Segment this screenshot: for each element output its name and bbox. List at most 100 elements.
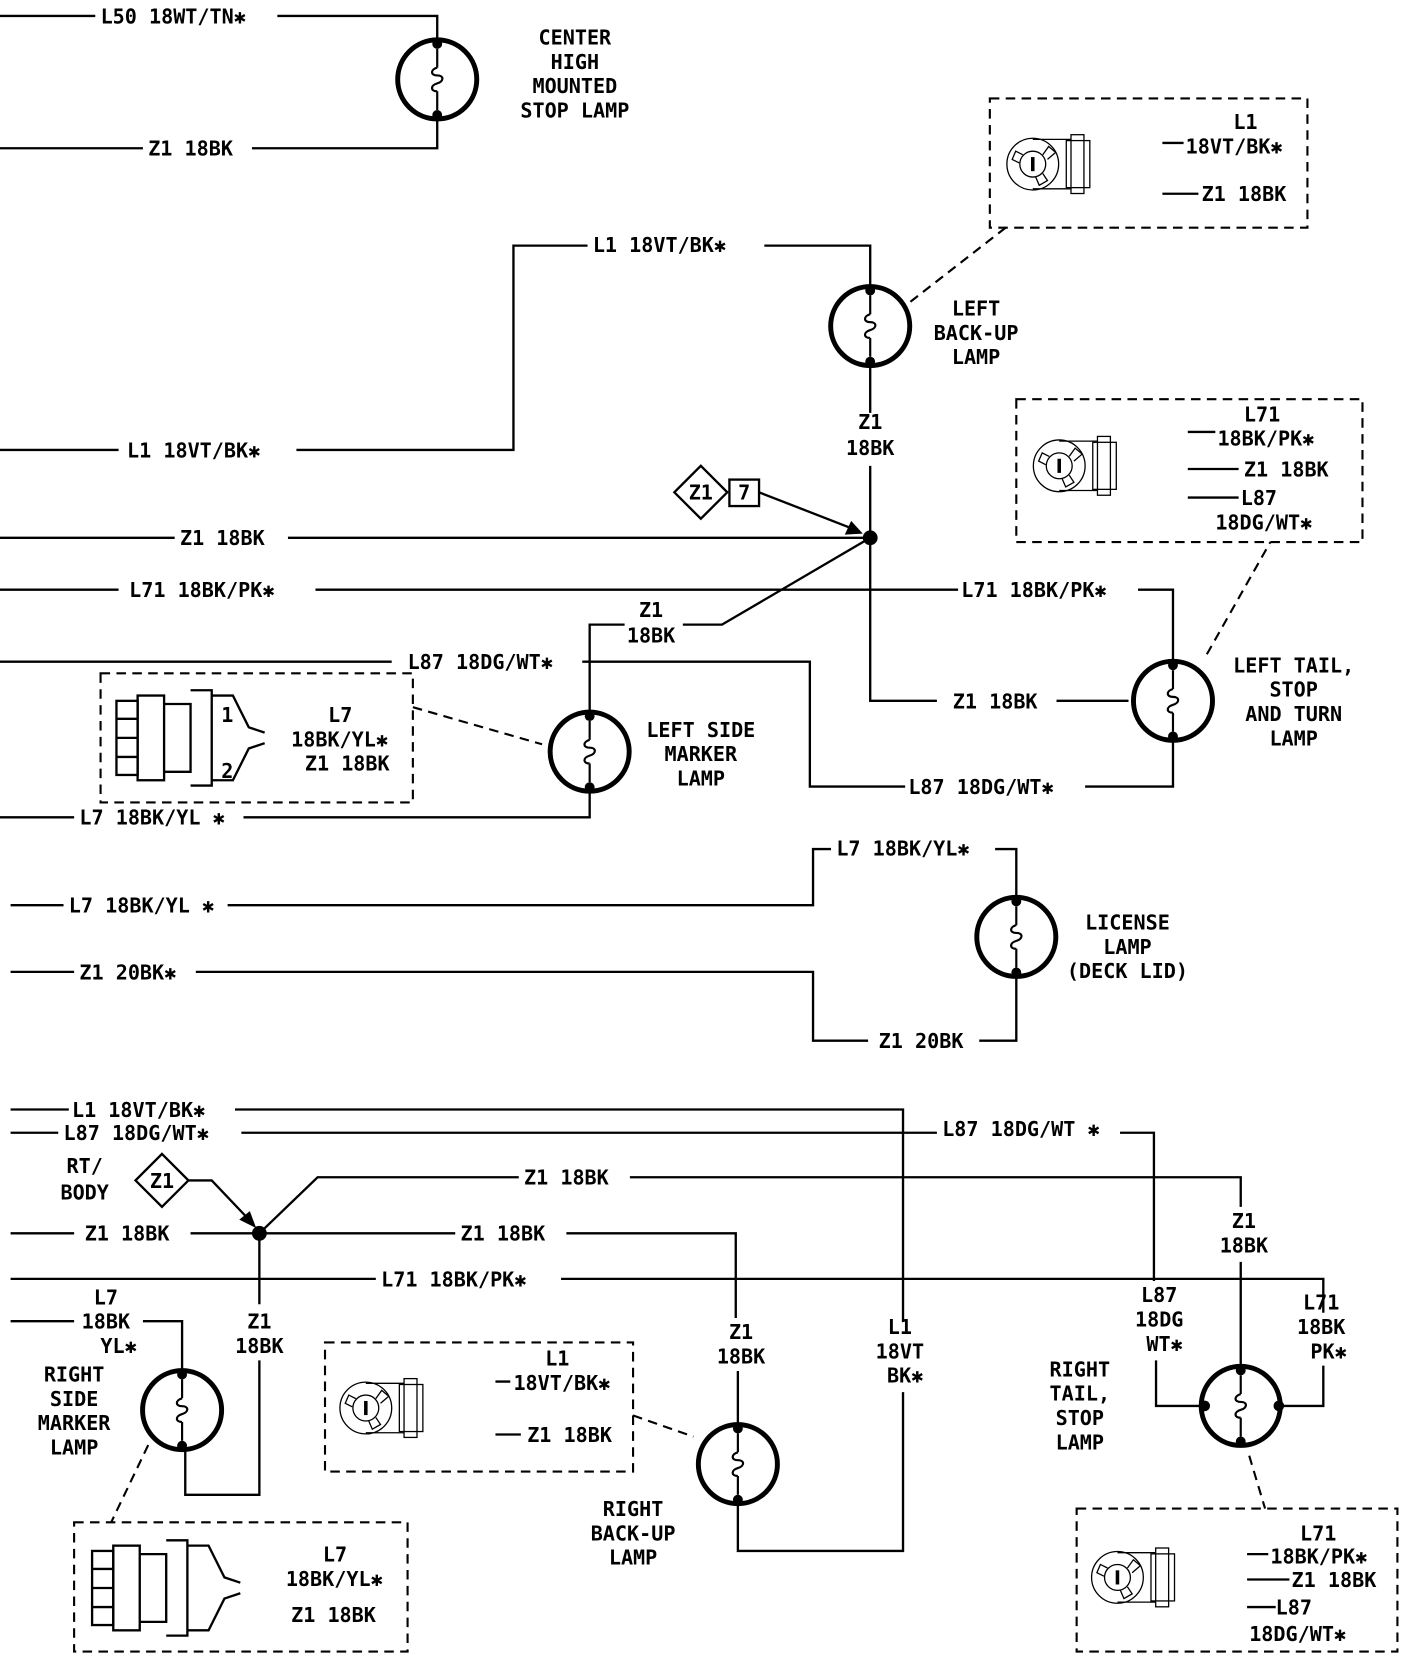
wire-label: Z1 20BK xyxy=(879,1029,965,1053)
wire-label: Z1 18BK xyxy=(953,689,1039,713)
wire-label: 18DG xyxy=(1135,1308,1183,1332)
right-backup-connector-view: L1 18VT/BK✱ Z1 18BK xyxy=(323,1341,635,1473)
right-backup-lamp: RIGHT BACK-UP LAMP xyxy=(591,1414,778,1570)
lamp-label: LAMP xyxy=(1103,935,1151,959)
lamp-bulb-icon xyxy=(831,286,910,367)
wire-label: 18BK xyxy=(1297,1315,1346,1339)
wire-label: Z1 18BK xyxy=(291,1603,377,1627)
wire-label: 18BK xyxy=(627,624,676,648)
splice-z1-7: Z1 7 xyxy=(672,464,878,546)
right-tail-connector-view: L71 18BK/PK✱ Z1 18BK L87 18DG/WT✱ xyxy=(1075,1507,1399,1653)
wire-label: 18DG/WT✱ xyxy=(1215,510,1312,534)
lamp-label: STOP xyxy=(1056,1406,1104,1430)
left-backup-lamp: L1 18VT/BK✱ L1 18VT/BK✱ LEFT BACK-UP LAM… xyxy=(0,226,1129,703)
wire-label: L87 xyxy=(1241,486,1277,510)
wire-label: Z1 18BK xyxy=(85,1222,171,1246)
lamp-label: LICENSE xyxy=(1085,911,1170,935)
lamp-label: STOP LAMP xyxy=(520,99,629,123)
wire-label: 18VT xyxy=(876,1339,924,1363)
wire-label: L1 xyxy=(1233,110,1257,134)
lamp-label: LAMP xyxy=(1056,1430,1104,1454)
wire-label: Z1 18BK xyxy=(527,1423,613,1447)
wire-label: 18BK xyxy=(717,1345,766,1369)
pin-label: 2 xyxy=(221,759,233,783)
wire-label: 18BK/PK✱ xyxy=(1217,427,1314,451)
lamp-label: LEFT TAIL, xyxy=(1233,653,1354,677)
wire-label: L1 18VT/BK✱ xyxy=(593,233,726,257)
socket-connector-icon xyxy=(1005,133,1091,195)
lamp-label: RIGHT xyxy=(44,1363,105,1387)
socket-connector-icon xyxy=(1032,435,1118,497)
wire-label: Z1 18BK xyxy=(180,526,266,550)
wire-label: 18BK xyxy=(235,1334,284,1358)
left-backup-connector-view: L1 18VT/BK✱ Z1 18BK xyxy=(988,97,1309,229)
splice-junction-icon xyxy=(251,1225,267,1241)
wire-label: L7 xyxy=(323,1543,347,1567)
left-side-marker-lamp: LEFT SIDE MARKER LAMP xyxy=(412,706,755,792)
wire-label: L71 18BK/PK✱ xyxy=(381,1267,526,1291)
center-high-mounted-stop-lamp: L50 18WT/TN✱ Z1 18BK CENTER HIGH MOUNTED… xyxy=(0,4,629,161)
lamp-label: (DECK LID) xyxy=(1067,959,1188,983)
right-side-marker-lamp: RIGHT SIDE MARKER LAMP xyxy=(38,1363,222,1523)
wire-label: L87 18DG/WT✱ xyxy=(908,775,1053,799)
wire-label: Z1 18BK xyxy=(524,1166,610,1190)
lamp-label: TAIL, xyxy=(1050,1382,1111,1406)
lamp-bulb-icon xyxy=(1201,1365,1280,1446)
wire-label: 18BK xyxy=(1220,1233,1269,1257)
wire-label: Z1 18BK xyxy=(1292,1568,1378,1592)
splice-ref: 7 xyxy=(738,481,750,505)
wire-label: BODY xyxy=(60,1180,109,1204)
wire-label: L87 xyxy=(1141,1283,1177,1307)
right-tail-stop-lamp: RIGHT TAIL, STOP LAMP xyxy=(1050,1357,1285,1509)
wire-label: L7 18BK/YL ✱ xyxy=(69,894,214,918)
wire-label: L87 18DG/WT✱ xyxy=(64,1121,209,1145)
wire-label: YL✱ xyxy=(100,1334,136,1358)
lamp-label: MARKER xyxy=(38,1411,112,1435)
wire-label: L1 18VT/BK✱ xyxy=(127,438,260,462)
wire-label: WT✱ xyxy=(1146,1332,1182,1356)
splice-label: Z1 xyxy=(150,1169,174,1193)
lamp-label: RIGHT xyxy=(603,1497,664,1521)
lamp-bulb-icon xyxy=(1133,660,1212,741)
wire-label: L71 xyxy=(1244,402,1280,426)
wire-label: L1 xyxy=(545,1347,569,1371)
lamp-bulb-icon xyxy=(550,711,629,792)
lamp-label: SIDE xyxy=(50,1387,98,1411)
wire-label: 18BK xyxy=(82,1310,131,1334)
lamp-label: LEFT SIDE xyxy=(646,718,755,742)
lamp-label: BACK-UP xyxy=(934,321,1019,345)
wire-label: L71 18BK/PK✱ xyxy=(961,578,1106,602)
lamp-label: LAMP xyxy=(677,767,725,791)
lamp-label: LAMP xyxy=(50,1436,98,1460)
wire-label: 18VT/BK✱ xyxy=(1186,135,1283,159)
lamp-bulb-icon xyxy=(398,39,477,120)
pin-label: 1 xyxy=(221,703,233,727)
wire-label: BK✱ xyxy=(887,1364,923,1388)
wire-label: L87 xyxy=(1276,1595,1312,1619)
wire-label: L7 xyxy=(94,1285,118,1309)
left-tail-connector-view: L71 18BK/PK✱ Z1 18BK L87 18DG/WT✱ xyxy=(1015,398,1364,544)
lamp-label: LEFT xyxy=(952,296,1000,320)
lamp-label: LAMP xyxy=(1269,726,1317,750)
lamp-label: MARKER xyxy=(664,742,738,766)
lamp-bulb-icon xyxy=(143,1370,222,1451)
lamp-label: MOUNTED xyxy=(532,74,617,98)
lamp-label: BACK-UP xyxy=(591,1521,676,1545)
lamp-label: LAMP xyxy=(952,345,1000,369)
wire-label: Z1 18BK xyxy=(148,137,234,161)
wire-label: 18DG/WT✱ xyxy=(1249,1622,1346,1646)
license-lamp: L7 18BK/YL✱ L7 18BK/YL ✱ Z1 20BK✱ Z1 20B… xyxy=(10,836,1188,1053)
wire-label: L1 xyxy=(888,1315,912,1339)
wire-label: 18BK/YL✱ xyxy=(291,727,388,751)
wire-label: L87 18DG/WT ✱ xyxy=(942,1117,1099,1141)
right-marker-connector-view: L7 18BK/YL✱ Z1 18BK xyxy=(73,1521,409,1653)
lamp-label: STOP xyxy=(1269,678,1317,702)
wire-label: 18BK/PK✱ xyxy=(1270,1545,1367,1569)
socket-connector-icon xyxy=(1090,1546,1176,1608)
wire-label: L71 xyxy=(1303,1291,1339,1315)
wire-label: Z1 xyxy=(1232,1209,1256,1233)
wire-label: Z1 18BK xyxy=(461,1222,547,1246)
wire-label: L50 18WT/TN✱ xyxy=(101,4,246,28)
wire-label: L87 18DG/WT✱ xyxy=(408,650,553,674)
